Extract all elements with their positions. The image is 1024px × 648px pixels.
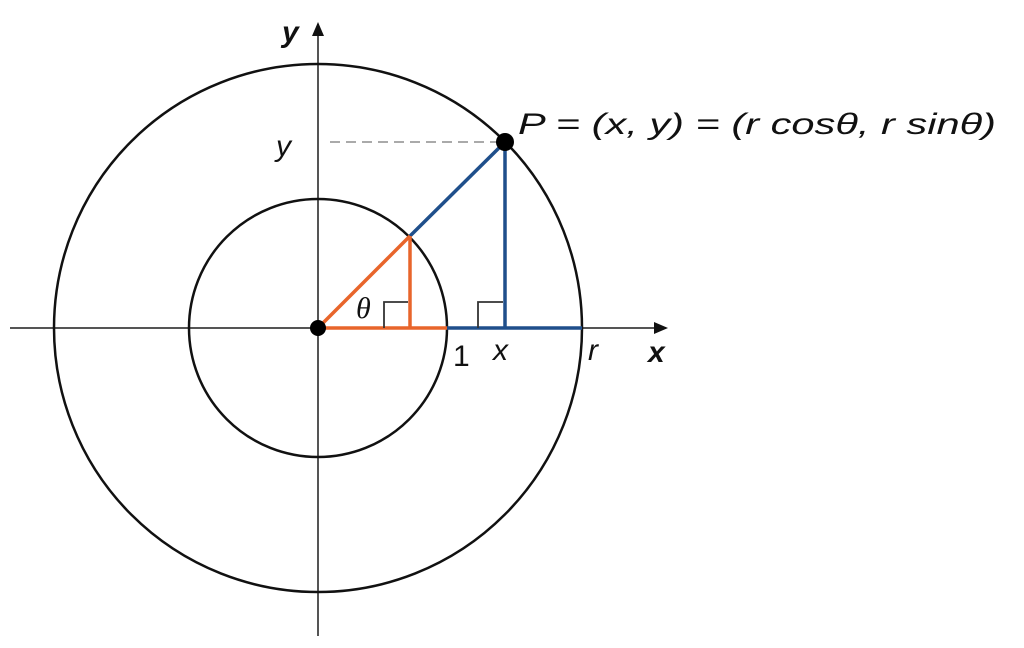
r-tick-label: r — [588, 334, 599, 367]
point-p — [496, 133, 514, 151]
x-axis-label: x — [646, 336, 666, 369]
unit-triangle — [316, 234, 447, 330]
y-axis-label: y — [280, 16, 300, 49]
x-tick-label: x — [491, 334, 509, 367]
origin-point — [310, 320, 326, 336]
large-triangle — [408, 140, 582, 330]
theta-label: θ — [356, 292, 371, 325]
right-angle-mark-large — [477, 301, 503, 328]
y-tick-label: y — [274, 130, 293, 163]
point-formula-label: P = (x, y) = (r cosθ, r sinθ) — [518, 108, 996, 141]
one-tick-label: 1 — [453, 340, 470, 373]
right-angle-mark-small — [383, 301, 408, 328]
